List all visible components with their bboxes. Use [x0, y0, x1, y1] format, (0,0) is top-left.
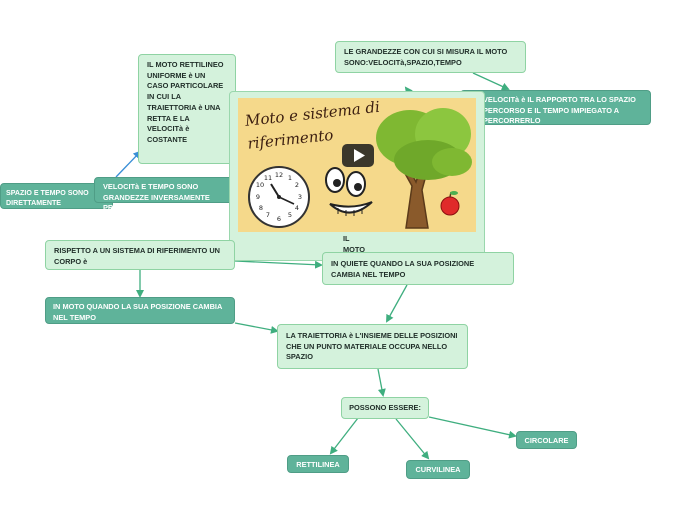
svg-text:12: 12	[275, 171, 283, 179]
node-grandezze-text: LE GRANDEZZE CON CUI SI MISURA IL MOTO S…	[344, 47, 508, 67]
edge-quiete-traiettoria	[386, 284, 408, 323]
node-velocita-tempo[interactable]: VELOCITà E TEMPO SONO GRANDEZZE INVERSAM…	[94, 177, 244, 212]
node-rettilinea[interactable]: RETTILINEA	[287, 455, 349, 473]
edge-possono-curvilinea	[395, 418, 430, 460]
edge-possono-rettilinea	[329, 417, 359, 455]
svg-text:11: 11	[264, 174, 272, 182]
svg-text:5: 5	[288, 211, 292, 219]
edge-possono-circolare	[428, 416, 517, 439]
svg-text:9: 9	[256, 193, 260, 201]
node-possono-text: POSSONO ESSERE:	[349, 403, 421, 412]
node-spazio-tempo-text: SPAZIO E TEMPO SONO DIRETTAMENTE PROPORZ…	[6, 189, 89, 218]
node-traiettoria-text: LA TRAIETTORIA è L'INSIEME DELLE POSIZIO…	[286, 331, 458, 362]
node-spazio-tempo[interactable]: SPAZIO E TEMPO SONO DIRETTAMENTE PROPORZ…	[0, 183, 113, 218]
node-velocita-rapporto-text: VELOCITà è IL RAPPORTO TRA LO SPAZIO PER…	[483, 95, 636, 126]
node-moto-rettilineo[interactable]: IL MOTO RETTILINEO UNIFORME è UN CASO PA…	[138, 54, 236, 164]
node-circolare-text: CIRCOLARE	[524, 436, 569, 445]
node-rettilinea-text: RETTILINEA	[296, 460, 340, 469]
svg-text:10: 10	[256, 181, 264, 189]
smiley-face-icon	[325, 167, 373, 216]
node-traiettoria[interactable]: LA TRAIETTORIA è L'INSIEME DELLE POSIZIO…	[277, 324, 468, 369]
svg-text:7: 7	[266, 211, 270, 219]
svg-text:2: 2	[295, 181, 299, 189]
node-velocita-tempo-text: VELOCITà E TEMPO SONO GRANDEZZE INVERSAM…	[103, 182, 210, 213]
node-rispetto[interactable]: RISPETTO A UN SISTEMA DI RIFERIMENTO UN …	[45, 240, 235, 270]
node-possono[interactable]: POSSONO ESSERE:	[341, 397, 429, 419]
node-rispetto-text: RISPETTO A UN SISTEMA DI RIFERIMENTO UN …	[54, 246, 221, 266]
play-button-icon[interactable]	[342, 144, 374, 167]
edge-velocitatempo-rettilineo	[115, 150, 142, 178]
svg-text:8: 8	[259, 204, 263, 212]
tree-icon	[376, 108, 472, 229]
edge-grandezze-velocita	[472, 72, 510, 91]
edge-moto-traiettoria	[234, 322, 279, 334]
svg-text:1: 1	[288, 174, 292, 182]
node-curvilinea[interactable]: CURVILINEA	[406, 460, 470, 479]
node-circolare[interactable]: CIRCOLARE	[516, 431, 577, 449]
svg-text:3: 3	[298, 193, 302, 201]
node-curvilinea-text: CURVILINEA	[415, 465, 461, 474]
node-moto-rettilineo-text: IL MOTO RETTILINEO UNIFORME è UN CASO PA…	[147, 60, 224, 145]
svg-text:4: 4	[295, 204, 299, 212]
node-in-moto[interactable]: IN MOTO QUANDO LA SUA POSIZIONE CAMBIA N…	[45, 297, 235, 324]
edge-rispetto-quiete	[234, 260, 323, 269]
node-in-quiete[interactable]: IN QUIETE QUANDO LA SUA POSIZIONE CAMBIA…	[322, 252, 514, 285]
edge-traiettoria-possono	[377, 368, 386, 397]
video-caption: IL MOTO	[343, 234, 366, 254]
apple-icon	[440, 191, 460, 216]
node-in-moto-text: IN MOTO QUANDO LA SUA POSIZIONE CAMBIA N…	[53, 302, 223, 322]
node-velocita-rapporto[interactable]: VELOCITà è IL RAPPORTO TRA LO SPAZIO PER…	[460, 90, 651, 125]
node-in-quiete-text: IN QUIETE QUANDO LA SUA POSIZIONE CAMBIA…	[331, 259, 475, 279]
svg-text:6: 6	[277, 215, 281, 223]
node-grandezze[interactable]: LE GRANDEZZE CON CUI SI MISURA IL MOTO S…	[335, 41, 526, 73]
